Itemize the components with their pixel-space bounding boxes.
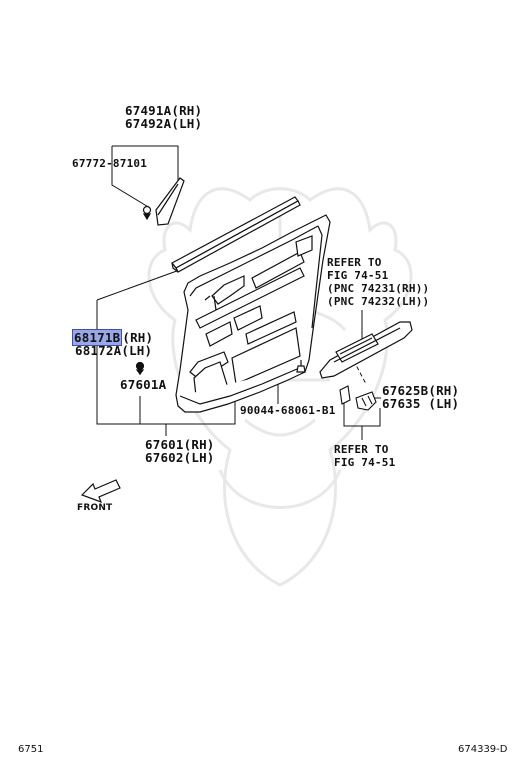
label-68172a[interactable]: 68172A(LH) <box>75 343 153 358</box>
figure-code-right: 674339-D <box>458 744 508 755</box>
door-trim-panel <box>175 214 331 413</box>
label-67772-87101[interactable]: 67772-87101 <box>72 157 148 170</box>
label-67625b[interactable]: 67625B(RH) <box>382 383 460 398</box>
window-switch-base <box>319 321 413 379</box>
label-90044-68061-b1[interactable]: 90044-68061-B1 <box>240 404 336 417</box>
label-67491a[interactable]: 67491A(RH) <box>125 103 203 118</box>
front-label: FRONT <box>77 503 113 513</box>
highlighted-part-code[interactable]: 68171B <box>72 329 123 346</box>
refer-note-1-line3: (PNC 74231(RH)) <box>327 282 430 295</box>
refer-note-1-line2[interactable]: FIG 74-51 <box>327 269 389 282</box>
label-68171b[interactable]: 68171B(RH) <box>72 329 154 346</box>
clip-part <box>142 205 152 221</box>
label-67492a[interactable]: 67492A(LH) <box>125 116 203 131</box>
refer-note-1-line4: (PNC 74232(LH)) <box>327 295 430 308</box>
refer-note-1-line1: REFER TO <box>327 256 382 269</box>
label-67602[interactable]: 67602(LH) <box>145 450 215 465</box>
label-68171b-suffix: (RH) <box>122 330 154 345</box>
door-belt-moulding <box>171 196 301 273</box>
front-arrow-icon <box>80 479 121 504</box>
refer-note-2-line1: REFER TO <box>334 443 389 456</box>
screw-90044 <box>296 360 306 373</box>
garnish-piece <box>155 177 185 226</box>
page-number-left: 6751 <box>18 744 44 755</box>
label-67601a[interactable]: 67601A <box>120 377 167 392</box>
refer-note-2-line2[interactable]: FIG 74-51 <box>334 456 396 469</box>
clip-67601a <box>135 361 145 375</box>
label-67601[interactable]: 67601(RH) <box>145 437 215 452</box>
label-67635[interactable]: 67635 (LH) <box>382 396 460 411</box>
switch-bracket <box>339 385 377 411</box>
